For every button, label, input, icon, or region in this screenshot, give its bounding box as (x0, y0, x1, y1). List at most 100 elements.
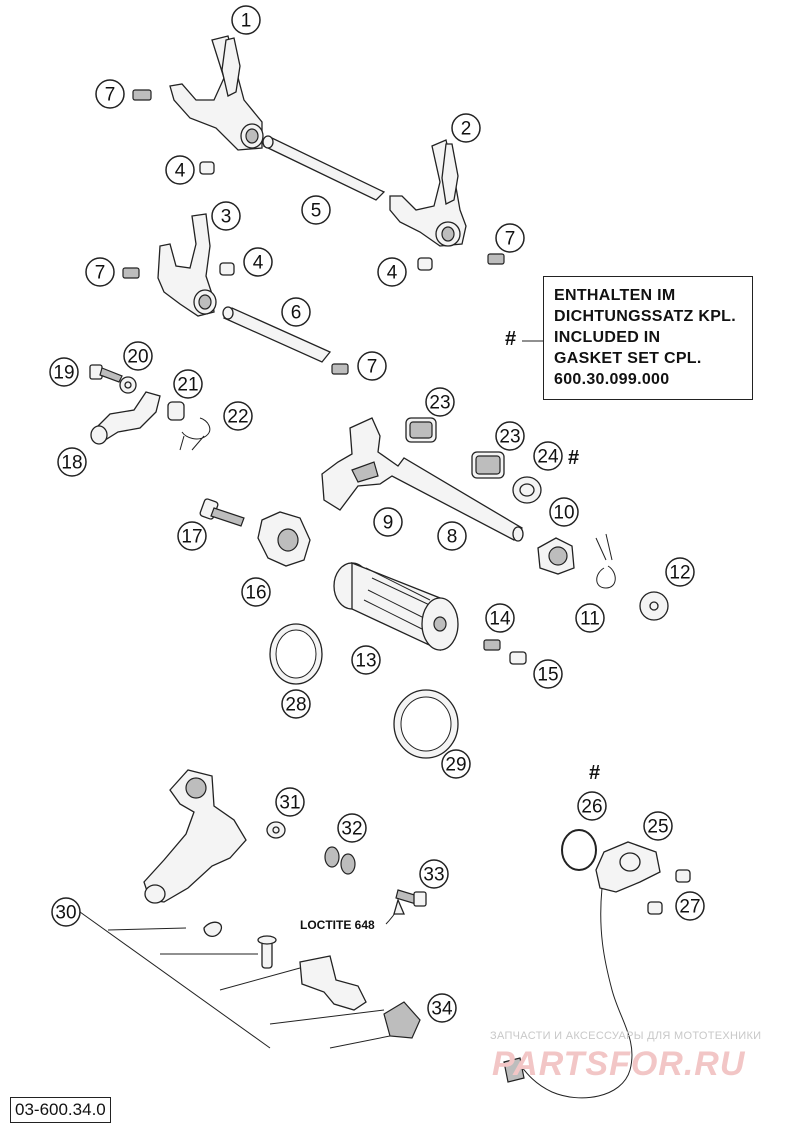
callout-number: 9 (383, 513, 394, 534)
callout-circle (357, 351, 387, 381)
screw-33 (393, 889, 427, 915)
watermark-tagline: ЗАПЧАСТИ И АКСЕССУАРЫ ДЛЯ МОТОТЕХНИКИ (490, 1030, 762, 1042)
bushing-23 (405, 417, 505, 479)
callout-8: 8 (437, 521, 467, 551)
note-line: GASKET SET CPL. (554, 350, 702, 367)
callout-circle (243, 247, 273, 277)
callout-number: 12 (669, 563, 690, 584)
callout-circle (95, 79, 125, 109)
note-line: INCLUDED IN (554, 329, 661, 346)
leader-lines (79, 905, 401, 1049)
callout-circle (419, 859, 449, 889)
callout-number: 34 (431, 999, 453, 1020)
callout-number: 8 (447, 527, 458, 548)
note-line: 600.30.099.000 (554, 371, 670, 388)
washer-12 (639, 591, 669, 621)
callout-circle (241, 577, 271, 607)
shift-star-16 (257, 511, 311, 567)
spring-11 (595, 533, 616, 589)
callout-10: 10 (549, 497, 579, 527)
callout-7: 7 (357, 351, 387, 381)
callout-circle (425, 387, 455, 417)
bearing-28 (269, 623, 323, 685)
callout-number: 32 (341, 819, 362, 840)
hash-marker-24: # (568, 447, 580, 469)
callout-number: 10 (553, 503, 574, 524)
callout-28: 28 (281, 689, 311, 719)
callout-circle (533, 441, 563, 471)
callout-23: 23 (425, 387, 455, 417)
bushing-21 (167, 401, 185, 421)
callout-number: 26 (581, 797, 602, 818)
callout-6: 6 (281, 297, 311, 327)
callout-number: 24 (537, 447, 559, 468)
drawing-number: 03-600.34.0 (10, 1097, 111, 1123)
callout-circle (275, 787, 305, 817)
callout-circle (373, 507, 403, 537)
leader-line (79, 911, 271, 1049)
note-hash-marker: # (505, 328, 517, 350)
callout-number: 20 (127, 347, 148, 368)
callout-3: 3 (211, 201, 241, 231)
callout-34: 34 (427, 993, 457, 1023)
callout-number: 7 (105, 85, 116, 106)
callout-21: 21 (173, 369, 203, 399)
callout-32: 32 (337, 813, 367, 843)
callout-number: 1 (241, 11, 252, 32)
callout-17: 17 (177, 521, 207, 551)
callout-circle (643, 811, 673, 841)
spring-22 (179, 417, 211, 451)
callout-29: 29 (441, 749, 471, 779)
callout-number: 5 (311, 201, 322, 222)
callout-number: 2 (461, 119, 472, 140)
callout-number: 25 (647, 817, 668, 838)
callout-5: 5 (301, 195, 331, 225)
callout-4: 4 (377, 257, 407, 287)
callout-19: 19 (49, 357, 79, 387)
callout-number: 19 (53, 363, 74, 384)
callout-2: 2 (451, 113, 481, 143)
callout-circle (49, 357, 79, 387)
callout-20: 20 (123, 341, 153, 371)
callout-circle (533, 659, 563, 689)
callout-circle (675, 891, 705, 921)
callout-circle (177, 521, 207, 551)
callout-number: 14 (489, 609, 511, 630)
callout-number: 7 (367, 357, 378, 378)
callout-14: 14 (485, 603, 515, 633)
callout-12: 12 (665, 557, 695, 587)
callout-27: 27 (675, 891, 705, 921)
callout-circle (165, 155, 195, 185)
callout-number: 21 (177, 375, 198, 396)
callout-number: 30 (55, 903, 76, 924)
note-line: ENTHALTEN IM (554, 287, 676, 304)
pin-15 (509, 651, 527, 665)
callout-26: 26 (577, 791, 607, 821)
callout-number: 27 (679, 897, 700, 918)
leader-line (219, 967, 301, 991)
callout-number: 28 (285, 695, 306, 716)
note-line: DICHTUNGSSATZ KPL. (554, 308, 736, 325)
callout-number: 13 (355, 651, 376, 672)
callout-circle (575, 603, 605, 633)
callout-circle (85, 257, 115, 287)
callout-number: 4 (253, 253, 264, 274)
callout-circle (231, 5, 261, 35)
callout-7: 7 (495, 223, 525, 253)
callout-circle (351, 645, 381, 675)
callout-number: 7 (505, 229, 516, 250)
callout-23: 23 (495, 421, 525, 451)
callout-circle (281, 689, 311, 719)
callout-number: 4 (387, 263, 398, 284)
callout-number: 17 (181, 527, 202, 548)
callout-13: 13 (351, 645, 381, 675)
callout-circle (485, 603, 515, 633)
callout-circle (665, 557, 695, 587)
callout-circle (211, 201, 241, 231)
shift-fork-1 (169, 35, 264, 151)
callout-circle (427, 993, 457, 1023)
loctite-label: LOCTITE 648 (300, 918, 375, 932)
arm-18 (90, 391, 161, 445)
shift-drum-13 (333, 562, 459, 652)
